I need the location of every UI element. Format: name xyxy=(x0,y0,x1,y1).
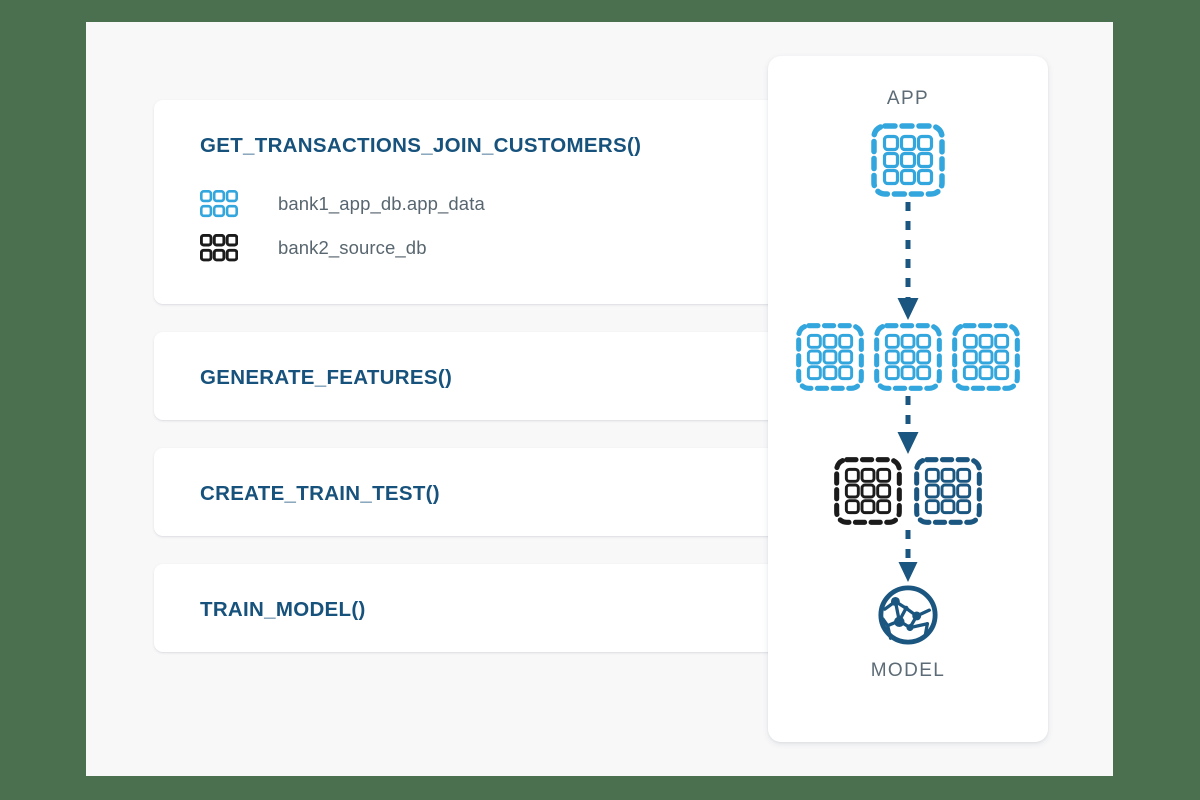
page-sheet: GET_TRANSACTIONS_JOIN_CUSTOMERS() xyxy=(86,22,1113,776)
stage-feature-datasets[interactable] xyxy=(795,322,1021,392)
lineage-diagram-panel: APP xyxy=(768,56,1048,742)
function-title: GET_TRANSACTIONS_JOIN_CUSTOMERS() xyxy=(200,134,642,157)
function-card-create-train-test[interactable]: CREATE_TRAIN_TEST() xyxy=(154,448,854,536)
dashed-grid-icon xyxy=(873,322,943,392)
pipeline-function-list: GET_TRANSACTIONS_JOIN_CUSTOMERS() xyxy=(154,100,854,680)
model-network-icon xyxy=(877,584,939,646)
dashed-grid-icon xyxy=(833,456,903,526)
stage-train-test-datasets[interactable] xyxy=(833,456,983,526)
source-dataset-label: bank2_source_db xyxy=(278,237,427,258)
function-card-generate-features[interactable]: GENERATE_FEATURES() xyxy=(154,332,854,420)
stage-model[interactable] xyxy=(877,584,939,646)
function-title: CREATE_TRAIN_TEST() xyxy=(200,482,440,505)
source-dataset-list: bank1_app_db.app_data xyxy=(200,182,854,270)
dashed-grid-icon xyxy=(951,322,1021,392)
diagram-bottom-caption: MODEL xyxy=(870,660,946,681)
grid-icon xyxy=(200,190,238,218)
arrow-features-to-traintest xyxy=(893,392,923,456)
function-card-get-transactions-join-customers[interactable]: GET_TRANSACTIONS_JOIN_CUSTOMERS() xyxy=(154,100,854,304)
function-title: TRAIN_MODEL() xyxy=(200,598,366,621)
dashed-grid-icon xyxy=(870,122,946,198)
stage-app-dataset[interactable] xyxy=(870,122,946,198)
arrow-traintest-to-model xyxy=(893,526,923,584)
diagram-top-caption: APP xyxy=(886,88,930,109)
source-dataset-label: bank1_app_db.app_data xyxy=(278,193,485,214)
dashed-grid-icon xyxy=(913,456,983,526)
source-row[interactable]: bank2_source_db xyxy=(200,226,854,270)
grid-icon xyxy=(200,234,238,262)
arrow-app-to-features xyxy=(893,198,923,322)
dashed-grid-icon xyxy=(795,322,865,392)
source-row[interactable]: bank1_app_db.app_data xyxy=(200,182,854,226)
function-title: GENERATE_FEATURES() xyxy=(200,366,453,389)
function-card-train-model[interactable]: TRAIN_MODEL() xyxy=(154,564,854,652)
